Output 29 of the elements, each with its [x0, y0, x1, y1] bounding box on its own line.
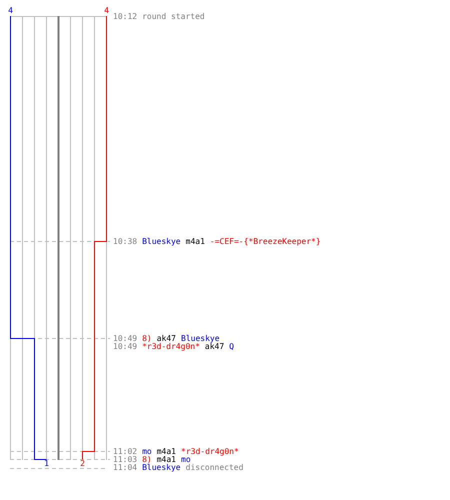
score-number: 4 [8, 7, 13, 15]
player-name: mo [142, 448, 152, 456]
timestamp: 10:38 [113, 238, 138, 246]
weapon-name: m4a1 [156, 456, 176, 464]
player-name: Blueskye [142, 238, 181, 246]
score-number: 4 [104, 7, 109, 15]
timestamp: 11:02 [113, 448, 138, 456]
weapon-name: ak47 [204, 342, 224, 350]
player-name: Blueskye [142, 464, 181, 472]
timestamp: 11:03 [113, 456, 138, 464]
weapon-name: ak47 [156, 334, 176, 342]
player-name: *r3d-dr4g0n* [142, 342, 200, 350]
player-name: mo [181, 456, 191, 464]
timestamp: 11:04 [113, 464, 138, 472]
weapon-name: m4a1 [156, 448, 176, 456]
score-number: 1 [44, 460, 49, 468]
timestamp: 10:49 [113, 334, 138, 342]
timestamp: 10:12 [113, 12, 138, 20]
timestamp: 10:49 [113, 342, 138, 350]
weapon-name: m4a1 [186, 238, 205, 246]
score-number: 2 [80, 460, 85, 468]
status-text: round started [142, 12, 205, 20]
player-name: -=CEF=-{*BreezeKeeper*} [210, 238, 321, 246]
status-text: disconnected [186, 464, 244, 472]
player-name: 8) [142, 456, 152, 464]
player-name: Blueskye [181, 334, 220, 342]
player-name: 8) [142, 334, 152, 342]
player-name: *r3d-dr4g0n* [181, 448, 239, 456]
player-name: Q [229, 342, 234, 350]
